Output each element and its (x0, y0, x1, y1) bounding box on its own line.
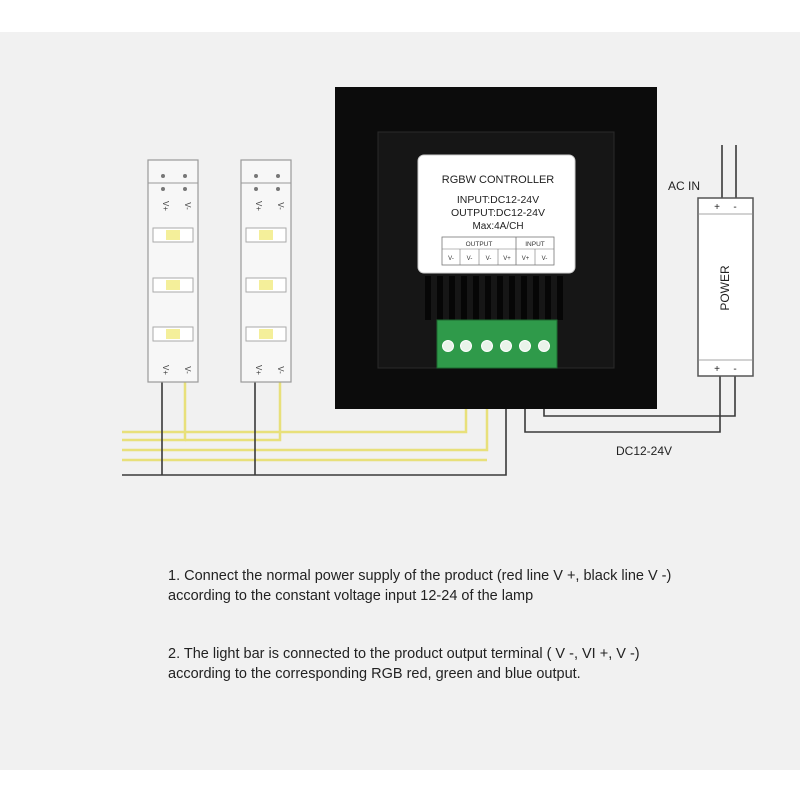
terminal-block (436, 319, 558, 369)
mini-terminal-2: V- (467, 256, 473, 262)
psu-top-minus: - (733, 202, 736, 213)
psu-top-plus: + (714, 202, 720, 213)
strip1-top-terminal-plus: V+ (161, 201, 170, 211)
controller-output-rating: OUTPUT:DC12-24V (451, 207, 545, 219)
instruction-1-line-1: 1. Connect the normal power supply of th… (168, 568, 672, 584)
strip1-bottom-terminal-minus: V- (183, 366, 192, 374)
psu-bottom-plus: + (714, 364, 720, 375)
yellow-wire-2 (185, 382, 282, 442)
strip2-bottom-terminal-plus: V+ (254, 365, 263, 375)
instruction-1-line-2: according to the constant voltage input … (168, 588, 534, 604)
strip1-top-terminal-minus: V- (183, 202, 192, 210)
heatsink-fins (425, 276, 563, 320)
controller-title: RGBW CONTROLLER (442, 174, 555, 186)
ac-in-label: AC IN (668, 179, 700, 193)
instruction-2-line-2: according to the corresponding RGB red, … (168, 666, 581, 682)
controller-input-rating: INPUT:DC12-24V (457, 194, 539, 206)
instruction-1: 1. Connect the normal power supply of th… (168, 566, 671, 606)
rgbw-controller: RGBW CONTROLLER INPUT:DC12-24V OUTPUT:DC… (335, 87, 657, 409)
controller-max-current: Max:4A/CH (472, 221, 523, 232)
mini-terminal-5: V+ (522, 256, 530, 262)
instruction-2-line-1: 2. The light bar is connected to the pro… (168, 646, 640, 662)
instruction-2: 2. The light bar is connected to the pro… (168, 644, 640, 684)
strip2-bottom-terminal-minus: V- (276, 366, 285, 374)
input-group-label: INPUT (525, 241, 545, 248)
strip1-bottom-terminal-plus: V+ (161, 365, 170, 375)
mini-terminal-4: V+ (503, 256, 511, 262)
led-strip-2: V+ V- V+ V- (240, 159, 292, 383)
output-group-label: OUTPUT (466, 241, 493, 248)
strip2-top-terminal-plus: V+ (254, 201, 263, 211)
mini-terminal-6: V- (542, 256, 548, 262)
power-supply: + - POWER + - (697, 197, 754, 377)
dc-voltage-label: DC12-24V (616, 444, 672, 458)
terminal-screws (442, 340, 550, 352)
mini-terminal-3: V- (486, 256, 492, 262)
psu-label: POWER (718, 265, 732, 311)
led-strip-1: V+ V- V+ V- (147, 159, 199, 383)
strip2-top-terminal-minus: V- (276, 202, 285, 210)
psu-bottom-minus: - (733, 364, 736, 375)
mini-terminal-1: V- (448, 256, 454, 262)
